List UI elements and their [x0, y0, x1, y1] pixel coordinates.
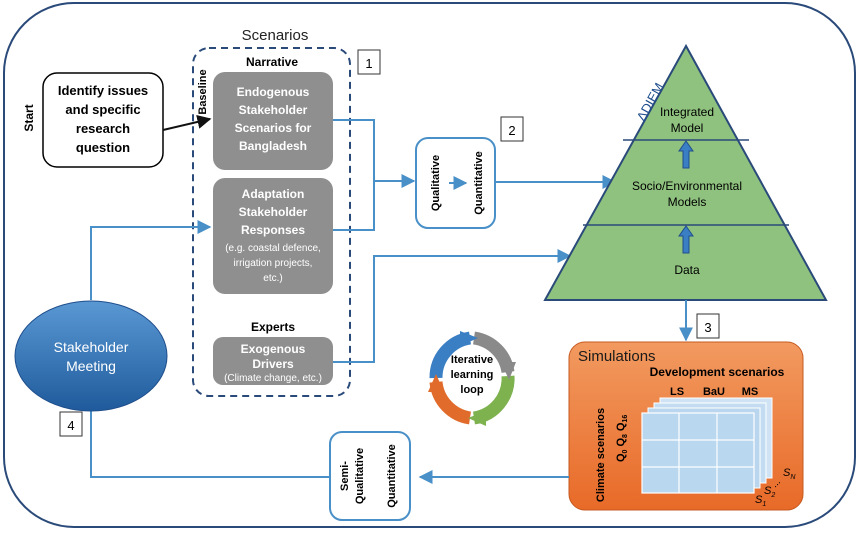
adaptation-example-1: (e.g. coastal defence,	[225, 243, 321, 254]
exogenous-drivers-box	[213, 337, 333, 385]
identify-issues-line-4: question	[76, 140, 130, 155]
loop-line-3: loop	[460, 384, 483, 396]
endogenous-line-4: Bangladesh	[239, 139, 307, 153]
diem-pyramid	[543, 43, 828, 301]
simulations-title: Simulations	[578, 348, 656, 365]
step-2-number: 2	[508, 123, 515, 138]
stakeholder-meeting-ellipse	[14, 300, 168, 412]
identify-issues-line-2: and specific	[65, 102, 140, 117]
development-scenarios-label: Development scenarios	[650, 365, 785, 379]
adaptation-responses-box	[213, 178, 333, 294]
adaptation-example-3: etc.)	[263, 273, 282, 284]
endogenous-scenarios-box	[213, 72, 333, 170]
line-output-to-stakeholder	[90, 410, 330, 478]
step-1-box	[357, 49, 381, 75]
level-model: Model	[671, 121, 704, 135]
s-label-1: S1	[755, 494, 766, 508]
step-3-number: 3	[704, 320, 711, 335]
output-quantitative: Quantitative	[386, 444, 398, 508]
identify-issues-box	[42, 72, 164, 168]
adaptation-line-2: Stakeholder	[239, 205, 308, 219]
outer-frame	[3, 2, 856, 528]
exogenous-line-2: Drivers	[252, 357, 294, 371]
step-4-number: 4	[67, 418, 74, 433]
converter-qualitative: Qualitative	[430, 155, 442, 211]
converter-quantitative: Quantitative	[473, 151, 485, 215]
arrow-exogenous-to-data	[333, 249, 572, 363]
start-label: Start	[22, 104, 36, 131]
pyramid-up-arrow-lower	[678, 225, 694, 254]
baseline-label: Baseline	[197, 69, 209, 114]
output-semi: Semi-	[339, 461, 351, 491]
narrative-label: Narrative	[246, 55, 298, 69]
iterative-loop-icon	[428, 331, 516, 426]
arrow-identify-to-endogenous	[162, 115, 212, 131]
pyramid-up-arrow-upper	[678, 140, 694, 169]
exogenous-line-1: Exogenous	[241, 342, 306, 356]
identify-issues-line-3: research	[76, 121, 130, 136]
svg-text:Q0Q8Q16: Q0Q8Q16	[615, 415, 629, 462]
level-socio-environmental: Socio/Environmental	[632, 179, 742, 193]
scenarios-container	[192, 47, 351, 397]
adaptation-example-2: irrigation projects,	[234, 258, 313, 269]
loop-line-1: Iterative	[451, 354, 493, 366]
step-3-box	[696, 313, 720, 339]
level-data: Data	[674, 263, 700, 277]
line-endogenous-out	[333, 119, 375, 231]
level-integrated: Integrated	[660, 105, 714, 119]
stakeholder-line-1: Stakeholder	[54, 339, 129, 355]
scenario-grid-stack	[641, 397, 773, 494]
stakeholder-line-2: Meeting	[66, 358, 116, 374]
endogenous-line-3: Scenarios for	[235, 121, 312, 135]
step-1-number: 1	[365, 56, 372, 71]
loop-line-2: learning	[451, 369, 494, 381]
scenarios-title: Scenarios	[242, 27, 309, 44]
experts-label: Experts	[251, 320, 295, 334]
endogenous-line-2: Stakeholder	[239, 103, 308, 117]
adaptation-line-1: Adaptation	[242, 187, 305, 201]
level-models: Models	[668, 195, 707, 209]
endogenous-line-1: Endogenous	[237, 85, 310, 99]
climate-scenarios-label: Climate scenarios	[595, 408, 607, 502]
step-2-box	[500, 116, 524, 142]
s-label-2: S2	[764, 485, 775, 499]
step-4-box	[59, 411, 83, 437]
dev-col-ls: LS	[670, 386, 684, 398]
dev-col-bau: BaU	[703, 386, 725, 398]
exogenous-example: (Climate change, etc.)	[224, 373, 322, 384]
arrow-stakeholder-to-adaptation	[90, 220, 212, 300]
adaptation-line-3: Responses	[241, 223, 305, 237]
identify-issues-line-1: Identify issues	[58, 83, 148, 98]
dev-col-ms: MS	[742, 386, 759, 398]
q-labels: Q0Q8Q16	[615, 415, 629, 462]
output-qualitative: Qualitative	[354, 448, 366, 504]
s-label-n: SN	[783, 467, 796, 481]
